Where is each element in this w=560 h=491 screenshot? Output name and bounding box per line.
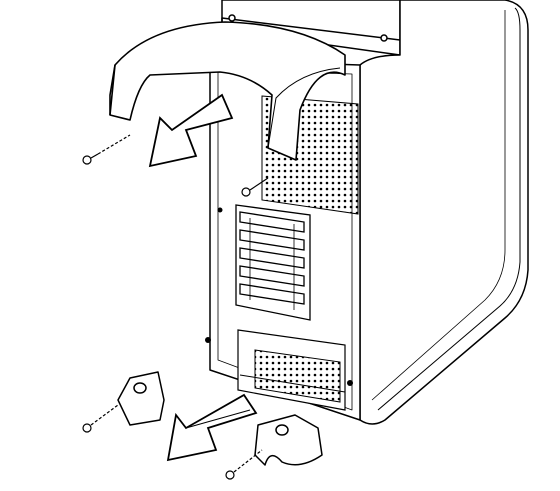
expansion-slots bbox=[235, 204, 311, 321]
remove-bottom-cover-arrow bbox=[166, 393, 258, 462]
case-feet-screws bbox=[205, 207, 353, 386]
bottom-cover-right bbox=[254, 414, 323, 466]
case-side-panel bbox=[359, 0, 529, 425]
screw-bottom-right bbox=[225, 449, 263, 480]
bottom-cover-left bbox=[117, 371, 165, 426]
screw-bottom-left bbox=[82, 404, 119, 433]
screw-top bbox=[82, 134, 131, 165]
lower-vent-grille bbox=[237, 329, 346, 411]
remove-top-cover-arrow bbox=[148, 93, 234, 168]
top-cover bbox=[109, 21, 346, 161]
screw-case bbox=[241, 177, 269, 197]
